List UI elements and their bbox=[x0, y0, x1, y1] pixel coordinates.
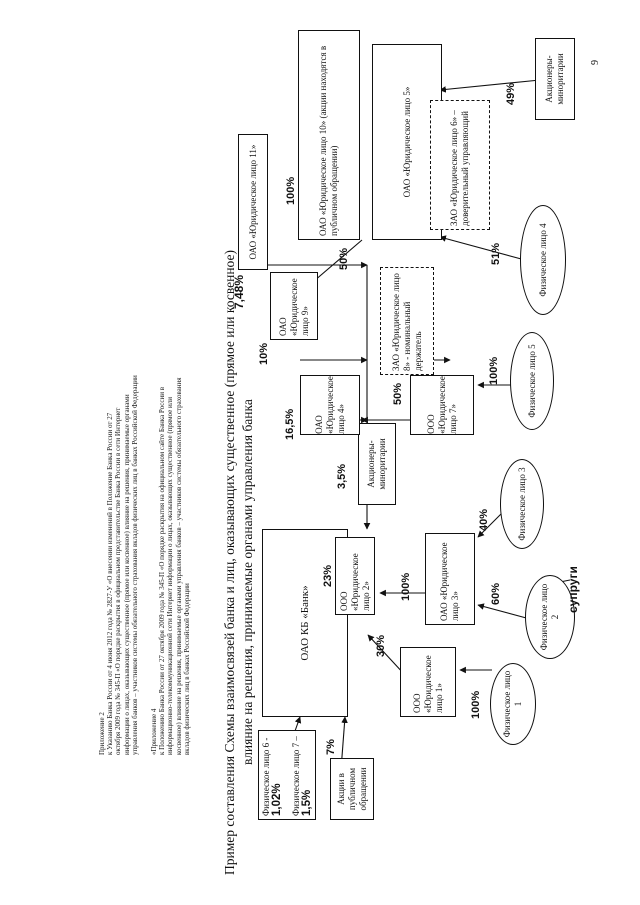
header-line: Приложение 2 bbox=[98, 712, 106, 755]
pct-ul11-bank: 7,48% bbox=[232, 274, 246, 309]
ul4-box: ОАО «Юридическое лицо 4» bbox=[300, 375, 360, 435]
akcionery-box-2: Акционеры-миноритарии bbox=[535, 38, 575, 120]
ul8-box: ЗАО «Юридическое лицо 8» - номинальный д… bbox=[380, 267, 434, 375]
pct-fl4-ul5: 51% bbox=[490, 242, 502, 265]
fiz67-box: Физическое лицо 6 - 1,02% Физическое лиц… bbox=[258, 730, 316, 820]
ul2-box: ООО «Юридическое лицо 2» bbox=[335, 537, 375, 615]
ul6-box: ЗАО «Юридическое лицо 6» – доверительный… bbox=[430, 100, 490, 230]
ul3-box: ОАО «Юридическое лицо 3» bbox=[425, 533, 475, 625]
spouses-label: супруги bbox=[566, 566, 580, 613]
fiz7-label: Физическое лицо 7 – bbox=[291, 736, 301, 816]
pct-ul1-bank: 30% bbox=[375, 634, 387, 657]
pct-akc-ul5: 49% bbox=[505, 82, 517, 105]
ul9-box: ОАО «Юридическое лицо 9» bbox=[270, 272, 318, 340]
pct-ul3-ul2: 100% bbox=[400, 572, 412, 601]
arrow-ul1-bank bbox=[367, 634, 406, 676]
fl5-ellipse: Физическое лицо 5 bbox=[510, 332, 554, 430]
header-line: косвенное) влияние на решения, принимаем… bbox=[174, 377, 183, 755]
fl4-ellipse: Физическое лицо 4 bbox=[520, 205, 566, 315]
arrow-akc2-ul5 bbox=[439, 79, 541, 93]
fl3-ellipse: Физическое лицо 3 bbox=[500, 459, 544, 549]
fiz6-label: Физическое лицо 6 - bbox=[261, 737, 271, 816]
pct-akcii-bank: 7% bbox=[325, 739, 337, 755]
akcionery-box-1: Акционеры-миноритарии bbox=[358, 423, 396, 505]
akcii-box: Акции в публичном обращении bbox=[330, 758, 374, 820]
header-line: «Приложение 4 bbox=[150, 708, 158, 755]
arrow-fl4-ul5 bbox=[439, 235, 526, 261]
diagram-title-line2: влияние на решения, принимаемые органами… bbox=[240, 399, 255, 765]
diagram-title-line1: Пример составления Схемы взаимосвязей ба… bbox=[222, 250, 237, 875]
header-block-2: «Приложение 4 к Положению Банка России о… bbox=[150, 65, 191, 755]
header-line: к Положению Банка России от 27 октября 2… bbox=[158, 386, 167, 755]
ul1-box: ООО «Юридическое лицо 1» bbox=[400, 647, 456, 717]
fiz6-percent: 1,02% bbox=[271, 783, 283, 816]
arrow-fl2-ul3 bbox=[477, 603, 531, 620]
header-line: вкладов физических лиц в банках Российск… bbox=[182, 583, 191, 755]
pct-akc-bank: 3,5% bbox=[336, 463, 348, 489]
ul11-box: ОАО «Юридическое лицо 11» bbox=[238, 134, 268, 270]
ul7-box: ООО «Юридическое лицо 7» bbox=[410, 375, 474, 435]
ul10-box: ОАО «Юридическое лицо 10» (акции находят… bbox=[298, 30, 360, 240]
fl1-ellipse: Физическое лицо 1 bbox=[490, 663, 536, 745]
pct-fl2-ul3: 60% bbox=[490, 582, 502, 605]
fiz7-percent: 1,5% bbox=[301, 789, 313, 816]
header-line: к Указанию Банка России от 4 июня 2012 г… bbox=[106, 412, 115, 755]
pct-ul7-ul4: 50% bbox=[392, 382, 404, 405]
pct-fl5-ul7: 100% bbox=[488, 356, 500, 385]
pct-fl3-ul3: 40% bbox=[478, 508, 490, 531]
pct-ul9-bank: 10% bbox=[258, 342, 270, 365]
header-line: управления банков – участников системы о… bbox=[130, 375, 139, 755]
header-line: информационно-телекоммуникационной сети … bbox=[166, 397, 175, 755]
header-line: октября 2009 года № 345-П «О порядке рас… bbox=[114, 407, 123, 755]
pct-ul2-bank: 23% bbox=[322, 564, 334, 587]
pct-ul10-ul9: 100% bbox=[285, 176, 297, 205]
pct-ul4-bank: 16,5% bbox=[284, 408, 296, 440]
header-line: информации о лицах, оказывающих существе… bbox=[122, 394, 131, 755]
pct-ul5-ul4: 50% bbox=[338, 247, 350, 270]
header-block-1: Приложение 2 к Указанию Банка России от … bbox=[98, 65, 139, 755]
page-number: 9 bbox=[590, 60, 601, 65]
pct-fl1-ul1: 100% bbox=[470, 690, 482, 719]
